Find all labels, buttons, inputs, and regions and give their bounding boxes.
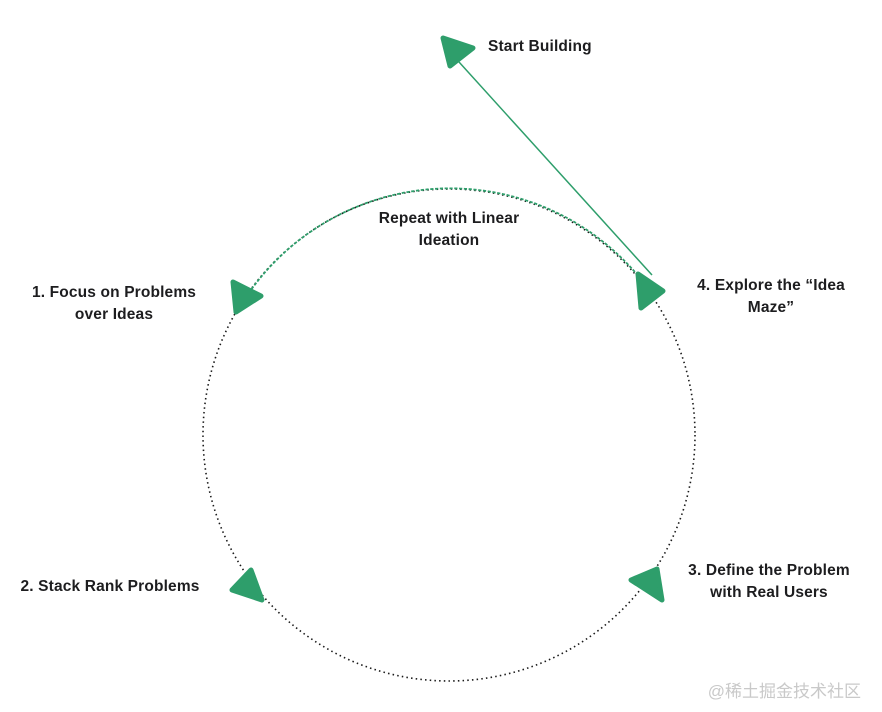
step4-arrow-icon [635,271,666,311]
step2-line1: 2. Stack Rank Problems [20,578,200,595]
start-building-text: Start Building [488,38,592,55]
start-building-label: Start Building [488,36,592,58]
repeat-ideation-line1: Repeat with Linear [378,210,520,227]
cycle-dotted-circle [202,188,696,682]
watermark-text: @稀土掘金技术社区 [707,682,861,701]
step3-line1: 3. Define the Problem [688,562,850,579]
step4-label: 4. Explore the “Idea Maze” [697,275,845,319]
step1-line1: 1. Focus on Problems [31,284,197,301]
step4-line2: Maze” [747,299,795,316]
step4-line1: 4. Explore the “Idea [697,277,845,294]
step2-label: 2. Stack Rank Problems [20,576,199,598]
step1-line2: over Ideas [74,306,154,323]
step2-arrow-icon [229,567,265,603]
start-building-connector-line [458,61,653,276]
repeat-ideation-green-arc [245,187,651,298]
start-building-arrow-icon [440,35,476,69]
step1-arrow-icon [230,279,264,315]
repeat-ideation-label: Repeat with Linear Ideation [379,208,520,252]
step3-label: 3. Define the Problem with Real Users [688,560,850,604]
step3-line2: with Real Users [710,584,828,601]
repeat-ideation-line2: Ideation [418,232,480,249]
step1-label: 1. Focus on Problems over Ideas [32,282,196,326]
step3-arrow-icon [628,566,665,603]
